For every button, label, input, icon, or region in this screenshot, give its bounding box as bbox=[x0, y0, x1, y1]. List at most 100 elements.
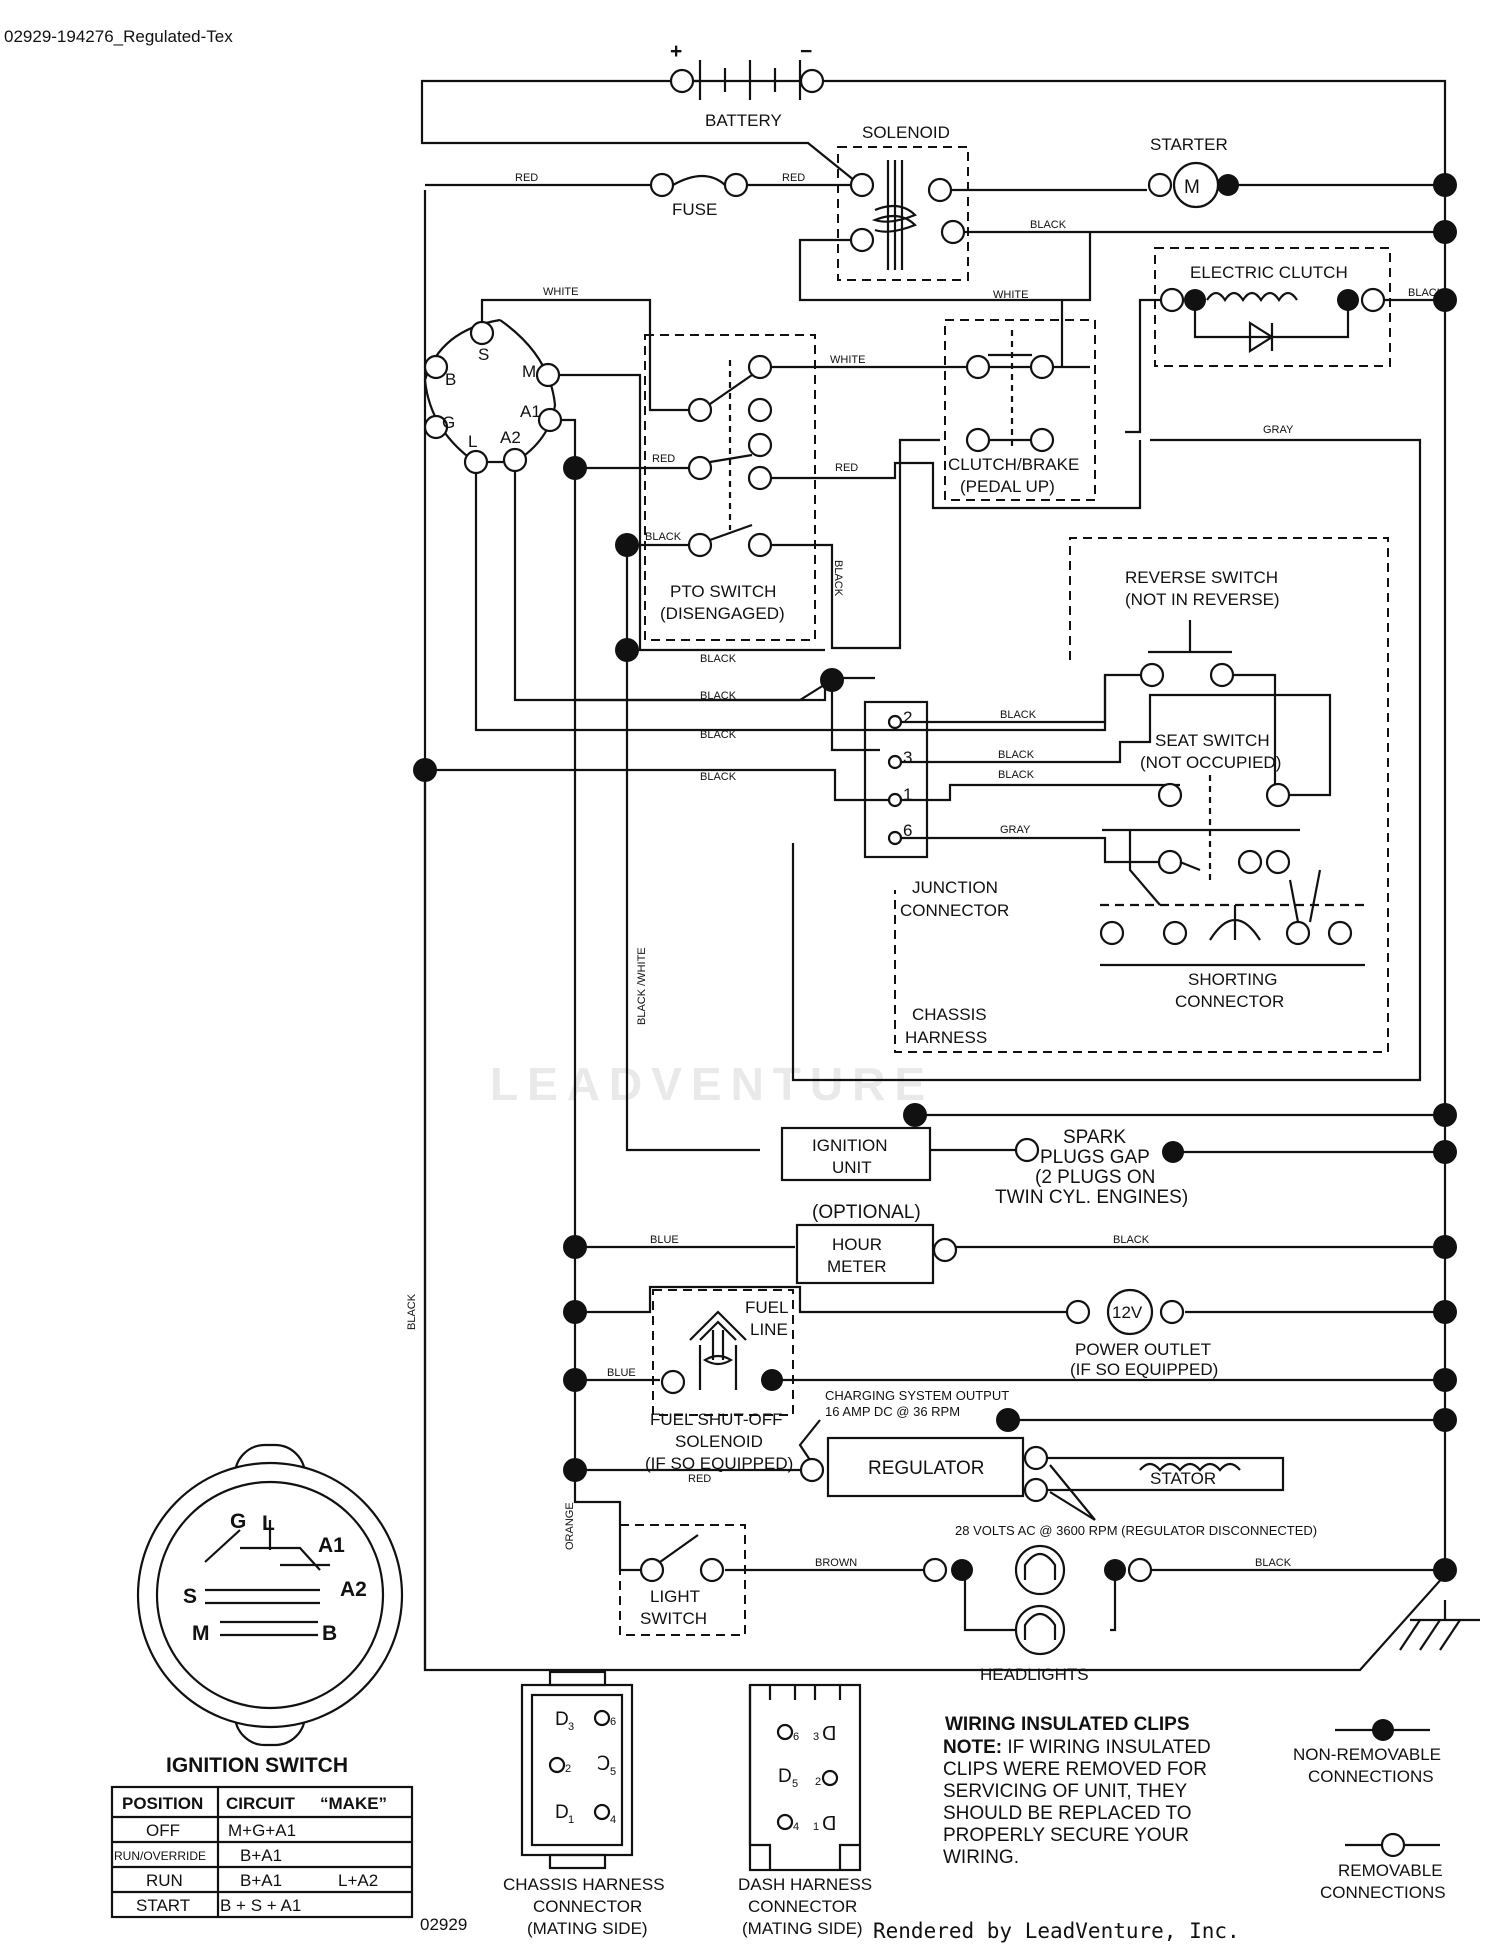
electric-clutch-label: ELECTRIC CLUTCH bbox=[1190, 263, 1348, 282]
reverse-switch-label-2: (NOT IN REVERSE) bbox=[1125, 590, 1280, 609]
spark-label-1: SPARK bbox=[1063, 1127, 1126, 1148]
charging-output-1: CHARGING SYSTEM OUTPUT bbox=[825, 1388, 1009, 1403]
ign-term-b: B bbox=[445, 370, 456, 389]
starter-label: STARTER bbox=[1150, 135, 1228, 154]
shorting-label-1: SHORTING bbox=[1188, 970, 1277, 989]
frame-connections bbox=[413, 173, 1457, 1582]
wire-red-5: RED bbox=[688, 1473, 711, 1485]
chassis-conn-label-3: (MATING SIDE) bbox=[527, 1919, 648, 1938]
wire-black-lights: BLACK bbox=[1255, 1557, 1292, 1569]
light-switch-box bbox=[619, 1524, 746, 1636]
chassis-conn-label-2: CONNECTOR bbox=[533, 1897, 642, 1916]
non-removable-symbol bbox=[1372, 1719, 1394, 1741]
wire-gray-2: GRAY bbox=[1000, 824, 1031, 836]
ignition-switch-terminals: B S M A1 G L A2 bbox=[423, 318, 563, 475]
wire-black-pto: BLACK bbox=[645, 531, 682, 543]
wire-black-white: BLACK /WHITE bbox=[636, 947, 648, 1025]
wire-white-1: WHITE bbox=[543, 286, 578, 298]
ignition-unit: IGNITION UNIT SPARK PLUGS GAP (2 PLUGS O… bbox=[780, 1126, 1188, 1208]
dash-pin-5: D bbox=[778, 1766, 792, 1787]
regulator-label: REGULATOR bbox=[868, 1458, 985, 1479]
dash-conn-label-2: CONNECTOR bbox=[748, 1897, 857, 1916]
clutch-brake-switch: CLUTCH/BRAKE (PEDAL UP) bbox=[948, 330, 1079, 496]
face-m: M bbox=[192, 1622, 210, 1645]
electric-clutch: ELECTRIC CLUTCH bbox=[1159, 263, 1386, 354]
fuel-shutoff-label-2: SOLENOID bbox=[675, 1432, 763, 1451]
notes-title: WIRING INSULATED CLIPS bbox=[945, 1714, 1190, 1735]
face-g: G bbox=[230, 1510, 246, 1533]
hour-meter-label-2: METER bbox=[827, 1257, 887, 1276]
wire-white-2: WHITE bbox=[993, 289, 1028, 301]
chassis-pin-6: 6 bbox=[610, 1716, 616, 1728]
diagram-id: 02929-194276_Regulated-Tex bbox=[4, 27, 233, 46]
spark-label-3: (2 PLUGS ON bbox=[1035, 1167, 1155, 1188]
pto-switch: PTO SWITCH (DISENGAGED) bbox=[660, 354, 785, 623]
fuse-label: FUSE bbox=[672, 200, 717, 219]
legend-removable-2: CONNECTIONS bbox=[1320, 1883, 1446, 1902]
fuse: FUSE bbox=[649, 172, 749, 219]
junction-pin-2: 2 bbox=[903, 708, 912, 727]
wire-blue-2: BLUE bbox=[607, 1367, 636, 1379]
starter: STARTER M bbox=[1147, 135, 1239, 209]
dash-pin-1: 1 bbox=[813, 1821, 819, 1833]
wire-black-vertical: BLACK bbox=[406, 1293, 418, 1330]
charging-output-2: 16 AMP DC @ 36 RPM bbox=[825, 1404, 960, 1419]
row-run-make: L+A2 bbox=[338, 1871, 378, 1890]
chassis-conn-label-1: CHASSIS HARNESS bbox=[503, 1875, 665, 1894]
junction-pin-6: 6 bbox=[903, 821, 912, 840]
wire-red-1: RED bbox=[515, 172, 538, 184]
spark-label-4: TWIN CYL. ENGINES) bbox=[995, 1187, 1188, 1208]
battery-label: BATTERY bbox=[705, 111, 782, 130]
junction-pin-3: 3 bbox=[903, 748, 912, 767]
clutch-brake-label-2: (PEDAL UP) bbox=[960, 477, 1055, 496]
notes-line-4: SHOULD BE REPLACED TO bbox=[943, 1803, 1191, 1824]
fuel-solenoid-box bbox=[652, 1289, 794, 1416]
fuel-solenoid: FUEL LINE FUEL SHUT-OFF SOLENOID (IF SO … bbox=[645, 1298, 793, 1473]
chassis-pin-1: D bbox=[555, 1802, 569, 1823]
seat-switch-label-1: SEAT SWITCH bbox=[1155, 731, 1270, 750]
ign-term-m: M bbox=[522, 362, 536, 381]
wire-blue-1: BLUE bbox=[650, 1234, 679, 1246]
power-outlet-label-2: (IF SO EQUIPPED) bbox=[1070, 1360, 1218, 1379]
rendered-by: Rendered by LeadVenture, Inc. bbox=[873, 1919, 1240, 1943]
optional-label: (OPTIONAL) bbox=[812, 1202, 921, 1223]
row-off-circuit: M+G+A1 bbox=[228, 1821, 296, 1840]
dash-pin-6: 6 bbox=[793, 1731, 799, 1743]
solenoid-box bbox=[837, 146, 969, 281]
power-outlet-label-1: POWER OUTLET bbox=[1075, 1340, 1211, 1359]
reverse-switch: REVERSE SWITCH (NOT IN REVERSE) bbox=[1125, 568, 1280, 688]
ignition-switch-face: G L A1 A2 S M B IGNITION SWITCH bbox=[136, 1443, 404, 1777]
pto-switch-label-1: PTO SWITCH bbox=[670, 582, 776, 601]
wire-black-vert-2: BLACK bbox=[832, 560, 844, 597]
wire-red-3: RED bbox=[652, 453, 675, 465]
row-override-pos: RUN/OVERRIDE bbox=[114, 1849, 206, 1863]
ignition-unit-label-1: IGNITION bbox=[812, 1136, 888, 1155]
fuel-line-label-2: LINE bbox=[750, 1320, 788, 1339]
wire-black-solenoid: BLACK bbox=[1030, 219, 1067, 231]
svg-text:1: 1 bbox=[568, 1814, 574, 1826]
ign-term-s: S bbox=[478, 345, 489, 364]
dash-pin-3: 3 bbox=[813, 1731, 819, 1743]
row-run-pos: RUN bbox=[146, 1871, 183, 1890]
solenoid-label: SOLENOID bbox=[862, 123, 950, 142]
chassis-pin-3: D bbox=[555, 1709, 569, 1730]
junction-pin-1: 1 bbox=[903, 785, 912, 804]
wire-black-5: BLACK bbox=[700, 771, 737, 783]
ignition-switch-title: IGNITION SWITCH bbox=[166, 1754, 348, 1777]
ignition-switch-table: POSITION CIRCUIT “MAKE” OFF M+G+A1 RUN/O… bbox=[110, 1785, 414, 1919]
dash-pin-4: 4 bbox=[793, 1821, 799, 1833]
row-off-pos: OFF bbox=[146, 1821, 180, 1840]
light-switch-label-2: SWITCH bbox=[640, 1609, 707, 1628]
chassis-pin-5: 5 bbox=[610, 1766, 616, 1778]
electric-clutch-box bbox=[1154, 247, 1391, 367]
spark-label-2: PLUGS GAP bbox=[1040, 1147, 1150, 1168]
notes-line-2: CLIPS WERE REMOVED FOR bbox=[943, 1759, 1207, 1780]
connection-legend: NON-REMOVABLE CONNECTIONS REMOVABLE CONN… bbox=[1293, 1719, 1446, 1902]
chassis-harness-label-2: HARNESS bbox=[905, 1028, 987, 1047]
shorting-label-2: CONNECTOR bbox=[1175, 992, 1284, 1011]
row-override-circuit: B+A1 bbox=[240, 1846, 282, 1865]
notes-line-6: WIRING. bbox=[943, 1847, 1019, 1868]
legend-non-removable-1: NON-REMOVABLE bbox=[1293, 1745, 1441, 1764]
fuel-shutoff-label-3: (IF SO EQUIPPED) bbox=[645, 1454, 793, 1473]
